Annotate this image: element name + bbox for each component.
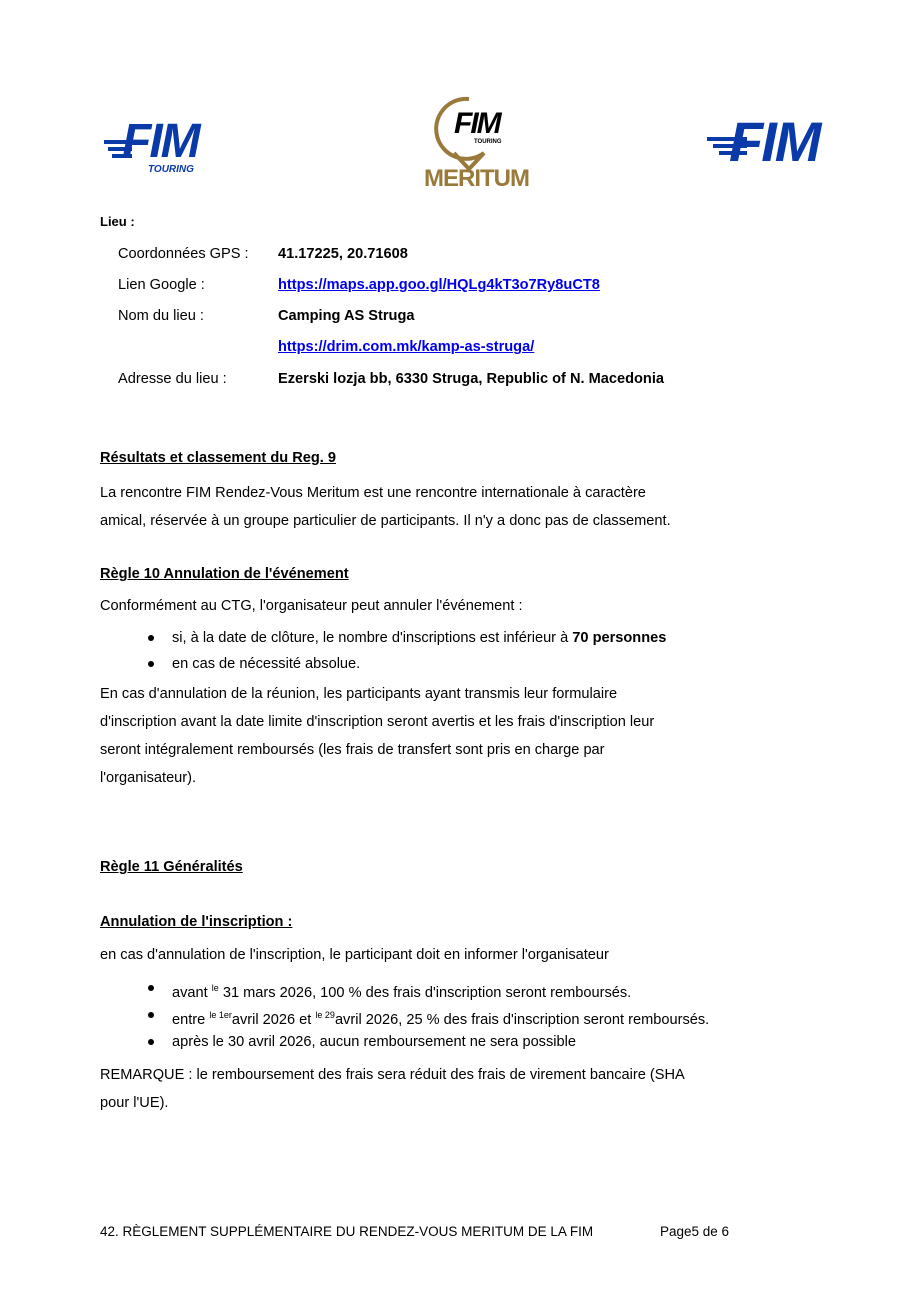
fim-logo: FIM [705, 110, 855, 175]
remarque-line: pour l'UE). [100, 1095, 169, 1111]
annulation-heading: Annulation de l'inscription : [100, 914, 293, 930]
bullet-icon [148, 1039, 154, 1045]
venue-website-link[interactable]: https://drim.com.mk/kamp-as-struga/ [278, 339, 535, 355]
reg9-heading: Résultats et classement du Reg. 9 [100, 450, 337, 466]
reg10-intro: Conformément au CTG, l'organisateur peut… [100, 598, 523, 614]
gps-label: Coordonnées GPS : [118, 246, 249, 262]
reg9-line: amical, réservée à un groupe particulier… [100, 513, 671, 529]
bullet-icon [148, 1012, 154, 1018]
fim-meritum-logo: FIM TOURING MERITUM [424, 95, 530, 192]
reg9-line: La rencontre FIM Rendez-Vous Meritum est… [100, 485, 646, 501]
gps-value: 41.17225, 20.71608 [278, 246, 408, 262]
remarque-line: REMARQUE : le remboursement des frais se… [100, 1067, 685, 1083]
annulation-bullet: après le 30 avril 2026, aucun remboursem… [172, 1034, 576, 1050]
address-value: Ezerski lozja bb, 6330 Struga, Republic … [278, 371, 665, 387]
address-label: Adresse du lieu : [118, 371, 227, 387]
venue-name-value: Camping AS Struga [278, 308, 415, 324]
reg10-line: seront intégralement remboursés (les fra… [100, 742, 605, 758]
reg10-bullet: si, à la date de clôture, le nombre d'in… [172, 630, 667, 646]
annulation-bullet: avant le 31 mars 2026, 100 % des frais d… [172, 983, 632, 1001]
reg10-heading: Règle 10 Annulation de l'événement [100, 566, 349, 582]
bullet-icon [148, 635, 154, 641]
annulation-intro: en cas d'annulation de l'inscription, le… [100, 947, 609, 963]
google-label: Lien Google : [118, 277, 205, 293]
annulation-bullet: entre le 1eravril 2026 et le 29avril 202… [172, 1010, 710, 1028]
reg11-heading: Règle 11 Généralités [100, 859, 243, 875]
page-number: Page5 de 6 [660, 1224, 730, 1239]
lieu-title: Lieu : [100, 214, 135, 229]
reg10-line: En cas d'annulation de la réunion, les p… [100, 686, 618, 702]
reg10-line: l'organisateur). [100, 770, 197, 786]
footer-title: 42. RÈGLEMENT SUPPLÉMENTAIRE DU RENDEZ-V… [100, 1224, 594, 1239]
google-maps-link[interactable]: https://maps.app.goo.gl/HQLg4kT3o7Ry8uCT… [278, 277, 600, 293]
reg10-bullet: en cas de nécessité absolue. [172, 656, 361, 672]
fim-touring-logo: FIM TOURING [100, 112, 230, 182]
reg10-line: d'inscription avant la date limite d'ins… [100, 714, 655, 730]
bullet-icon [148, 985, 154, 991]
venue-name-label: Nom du lieu : [118, 308, 204, 324]
bullet-icon [148, 661, 154, 667]
